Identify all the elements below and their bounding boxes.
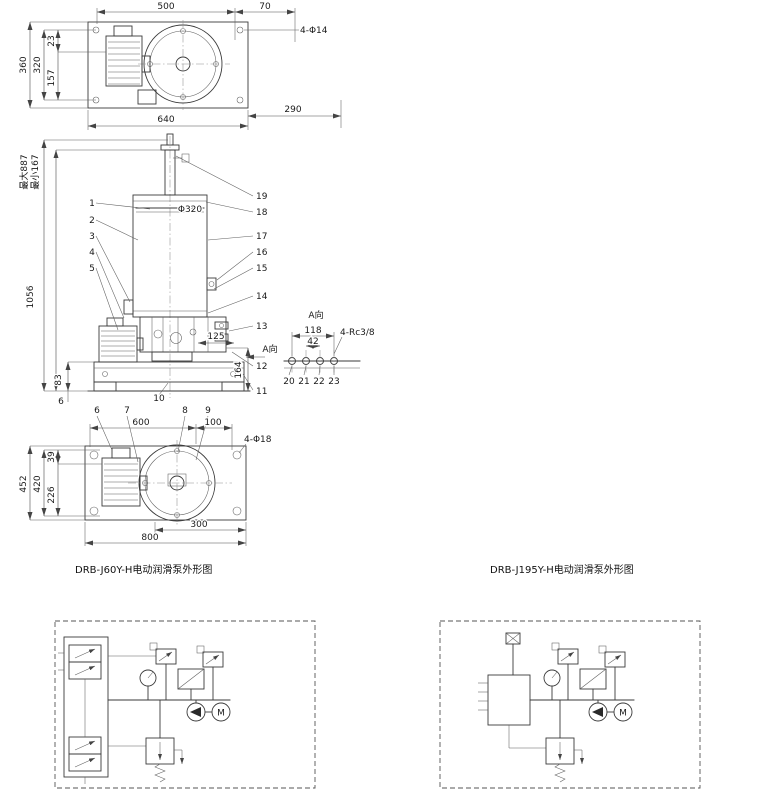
port-number-23: 23: [328, 377, 339, 387]
part-number-4: 4: [89, 248, 95, 258]
dim-500: 500: [157, 2, 174, 12]
front-view-callouts: 1 2 3 4 5 19 18 17 16 15 14 13 12 11 10: [88, 155, 269, 405]
front-view-drawing: [87, 133, 251, 398]
dim-100: 100: [204, 418, 221, 428]
bottom-view-drawing: [84, 440, 247, 527]
dim-226: 226: [47, 486, 57, 503]
part-number-16: 16: [256, 248, 268, 258]
dim-164: 164: [234, 361, 244, 378]
port-number-20: 20: [283, 377, 295, 387]
part-number-2: 2: [89, 216, 95, 226]
top-view-drawing: [87, 20, 249, 110]
dim-6: 6: [58, 397, 64, 407]
dim-23: 23: [47, 35, 57, 46]
motor-symbol-icon: [613, 702, 633, 722]
motor-label-left: M: [217, 709, 225, 719]
part-number-5: 5: [89, 264, 95, 274]
part-number-8: 8: [182, 406, 188, 416]
dim-max-887: 最大887: [18, 154, 30, 189]
part-number-3: 3: [89, 232, 95, 242]
dim-157: 157: [47, 69, 57, 86]
holes-label-top: 4-Φ14: [300, 26, 328, 36]
holes-label-bottom: 4-Φ18: [244, 435, 272, 445]
dim-42: 42: [307, 337, 318, 347]
part-number-15: 15: [256, 264, 267, 274]
dim-800: 800: [141, 533, 158, 543]
view-arrow-a: A向: [262, 343, 277, 355]
dim-70: 70: [259, 2, 271, 12]
thread-label: 4-Rc3/8: [340, 328, 375, 338]
dim-290: 290: [284, 105, 301, 115]
part-number-18: 18: [256, 208, 268, 218]
part-number-9: 9: [205, 406, 211, 416]
dim-83: 83: [54, 374, 64, 385]
part-number-17: 17: [256, 232, 267, 242]
dim-118: 118: [304, 326, 321, 336]
bottom-view-callouts: 6 7 8 9: [93, 405, 212, 463]
top-view-dimensions: 500 70 4-Φ14 360 320 23 157 640 290: [18, 1, 342, 130]
part-number-11: 11: [256, 387, 267, 397]
a-view-detail: A向 118 42 4-Rc3/8 20 21 22 23: [282, 308, 376, 389]
bottom-view-dimensions: 600 100 4-Φ18 452 420 39 226 300 800: [18, 417, 273, 546]
part-number-6: 6: [94, 406, 100, 416]
dim-320: 320: [33, 56, 43, 73]
port-number-21: 21: [298, 377, 309, 387]
dim-125: 125: [207, 332, 224, 342]
part-number-1: 1: [89, 199, 95, 209]
front-view-dimensions: Φ320 最大887 最小167 1056 83 6 164 125 A向: [17, 139, 279, 408]
dim-420: 420: [33, 475, 43, 492]
part-number-7: 7: [124, 406, 130, 416]
dim-barrel-dia: Φ320: [178, 205, 203, 215]
dim-452: 452: [19, 475, 29, 492]
port-number-22: 22: [313, 377, 324, 387]
dim-1056: 1056: [26, 285, 36, 308]
dim-600: 600: [132, 418, 149, 428]
schematic-right-boundary: [439, 620, 701, 789]
dim-min-167: 最小167: [30, 154, 41, 189]
schematic-right: M: [439, 620, 701, 789]
caption-right: DRB-J195Y-H电动润滑泵外形图: [490, 563, 634, 576]
caption-left: DRB-J60Y-H电动润滑泵外形图: [75, 563, 212, 576]
part-number-19: 19: [256, 192, 268, 202]
dim-300: 300: [190, 520, 207, 530]
schematic-left-boundary: [54, 620, 316, 789]
dim-360: 360: [19, 56, 29, 73]
a-view-title: A向: [308, 309, 323, 321]
part-number-14: 14: [256, 292, 268, 302]
schematic-left: M: [54, 620, 316, 789]
dim-640: 640: [157, 115, 174, 125]
motor-label-right: M: [619, 709, 627, 719]
part-number-12: 12: [256, 362, 267, 372]
part-number-10: 10: [153, 394, 165, 404]
motor-symbol-icon: [211, 702, 231, 722]
dim-39: 39: [47, 451, 57, 463]
part-number-13: 13: [256, 322, 267, 332]
